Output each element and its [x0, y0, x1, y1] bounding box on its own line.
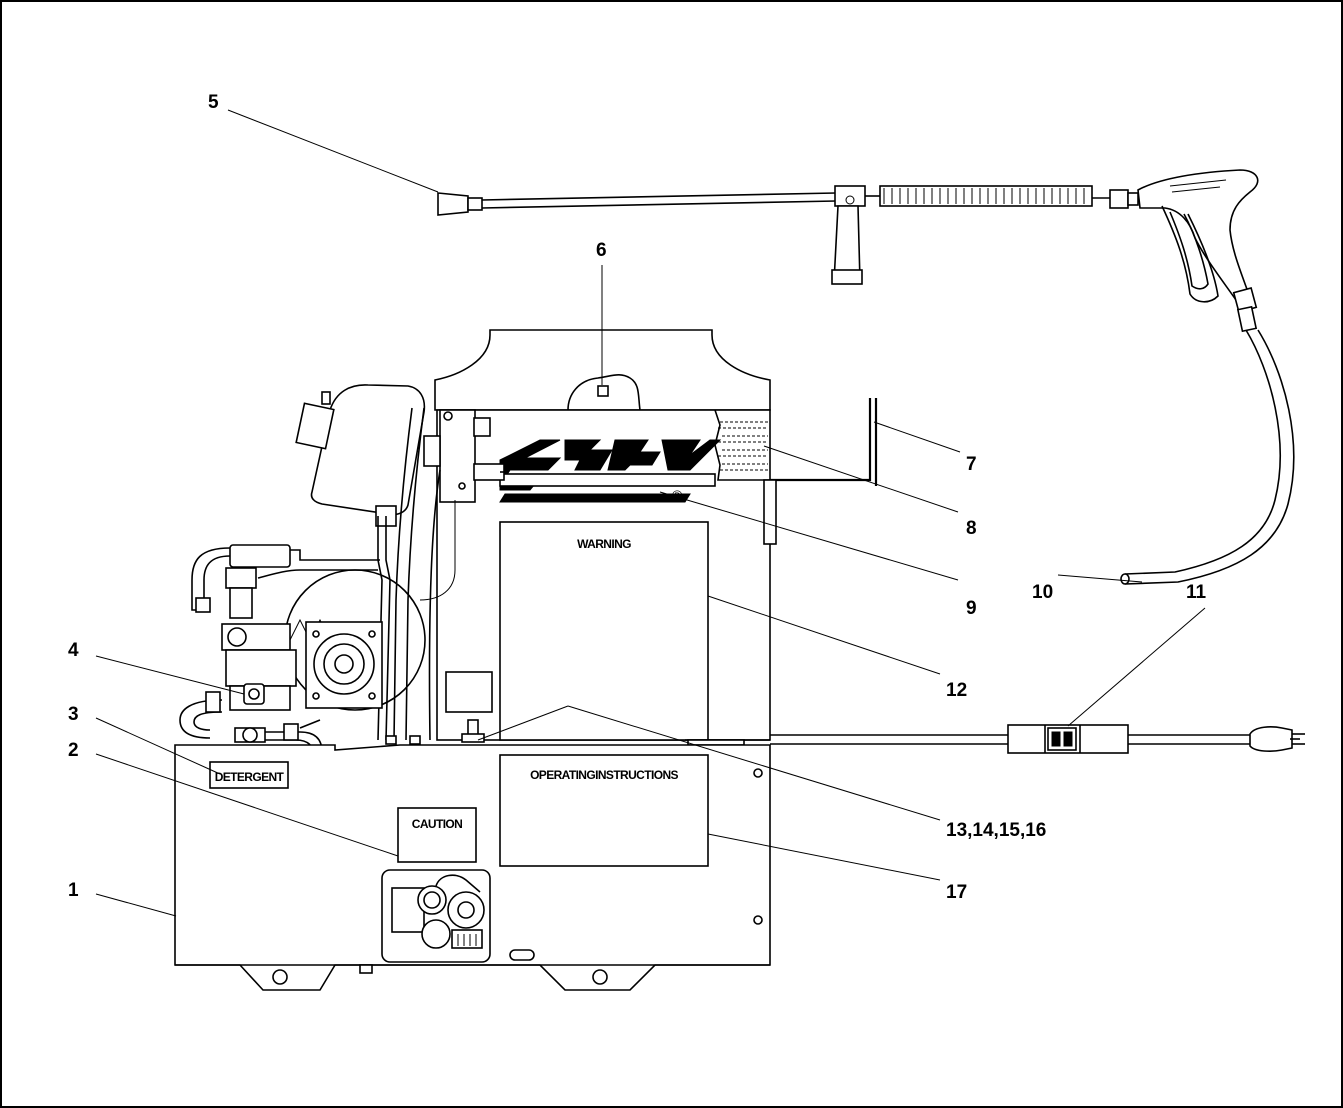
plug-end: [1249, 726, 1293, 752]
callout-1: 1: [68, 880, 79, 901]
caution-decal: [397, 807, 477, 863]
operating-instructions-label: OPERATINGINSTRUCTIONS: [530, 768, 678, 782]
nozzle: [437, 192, 469, 216]
base-frame: DETERGENT CAUTION OPERATINGINSTRUCTIONS: [174, 744, 771, 991]
burner-housing: ® WARNING: [434, 329, 771, 746]
callout-5: 5: [208, 92, 219, 113]
warning-label: WARNING: [577, 537, 631, 551]
leader-lines: [95, 109, 1206, 917]
callout-9: 9: [966, 598, 977, 619]
detergent-decal: [209, 761, 289, 789]
handle-bracket: [763, 398, 878, 545]
callout-7: 7: [966, 454, 977, 475]
hose: [1124, 329, 1281, 575]
callout-3: 3: [68, 704, 79, 725]
callout-17: 17: [946, 882, 967, 903]
caution-label: CAUTION: [412, 817, 462, 831]
registered-mark: ®: [672, 487, 683, 503]
operating-instructions-decal: [499, 754, 709, 867]
callout-12: 12: [946, 680, 967, 701]
callout-10: 10: [1032, 582, 1053, 603]
callout-6: 6: [596, 240, 607, 261]
callout-13-16: 13,14,15,16: [946, 820, 1046, 841]
pump-motor-assembly: [179, 384, 505, 873]
spray-wand-assembly: [437, 169, 1295, 585]
callout-8: 8: [966, 518, 977, 539]
callout-4: 4: [68, 640, 79, 661]
brand-logo: ®: [499, 439, 722, 503]
callout-11: 11: [1186, 582, 1207, 603]
callout-numbers: 5 6 7 8 9 10 11 12 13,14,15,16 17 4 3 2 …: [68, 92, 1207, 903]
callout-2: 2: [68, 740, 79, 761]
warning-decal: [499, 521, 709, 741]
power-cord: [770, 724, 1305, 754]
detergent-label: DETERGENT: [215, 770, 285, 784]
pressure-switch: [229, 544, 291, 568]
